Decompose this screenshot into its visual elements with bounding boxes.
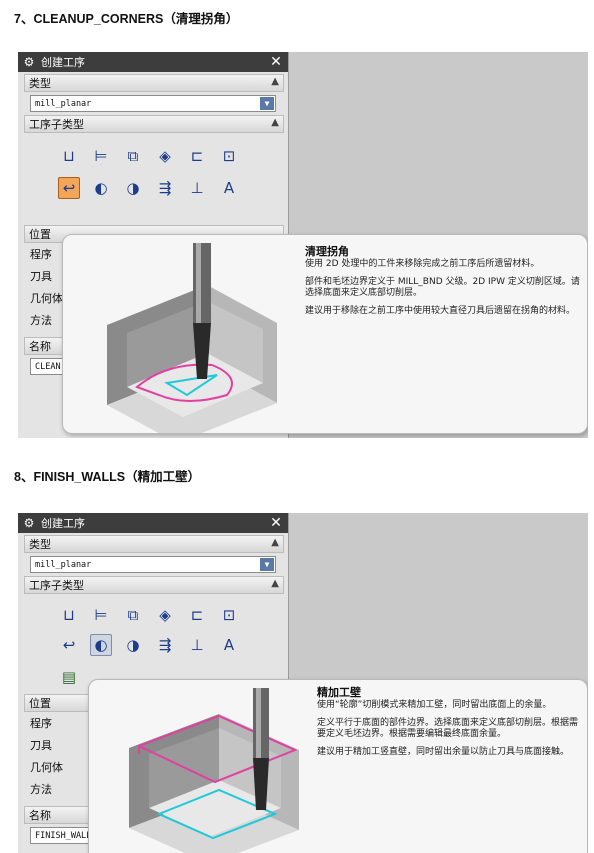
dialog-titlebar: ⚙ 创建工序 ✕ — [18, 52, 288, 72]
location-tool: 刀具 — [30, 739, 52, 752]
cleanup-corners-illustration — [107, 243, 277, 433]
cleanup-corners-icon[interactable]: ↩ — [58, 177, 80, 199]
type-select-value: mill_planar — [35, 98, 92, 109]
dialog-title: 创建工序 — [41, 56, 85, 69]
subtype-icon-grid: ⊔ ⊨ ⧉ ◈ ⊏ ⊡ ↩ ◐ ◑ ⇶ ⊥ A — [18, 133, 288, 225]
screenshot-cleanup-corners: ⚙ 创建工序 ✕ 类型 ▲ mill_planar ▼ 工序子类型 ▲ ⊔ ⊨ … — [18, 52, 588, 438]
dialog-titlebar: ⚙ 创建工序 ✕ — [18, 513, 288, 533]
gear-icon[interactable]: ⚙ — [23, 516, 35, 530]
name-label: 名称 — [29, 809, 51, 822]
face-milling-manual-icon[interactable]: ◈ — [159, 606, 171, 624]
tooltip-description: 使用 2D 处理中的工件来移除完成之前工序后所遗留材料。 部件和毛坯边界定义于 … — [305, 259, 581, 324]
tooltip-paragraph: 建议用于精加工竖直壁，同时留出余量以防止刀具与底面接触。 — [317, 747, 570, 757]
floor-wall-icon[interactable]: ⊔ — [63, 606, 75, 624]
chevron-up-icon[interactable]: ▲ — [271, 76, 279, 87]
name-input-value: CLEAN — [35, 361, 61, 372]
type-select[interactable]: mill_planar ▼ — [30, 95, 276, 112]
type-section-header[interactable]: 类型 ▲ — [24, 535, 284, 553]
tooltip-title: 清理拐角 — [305, 245, 349, 258]
tooltip-title: 精加工壁 — [317, 686, 361, 699]
finish-walls-icon[interactable]: ◐ — [90, 634, 112, 656]
finish-walls-illustration — [129, 688, 299, 853]
groove-milling-icon[interactable]: ⇶ — [158, 179, 172, 197]
close-icon[interactable]: ✕ — [270, 54, 282, 70]
floor-wall-icon[interactable]: ⊔ — [63, 147, 75, 165]
tooltip-description: 使用“轮廓”切削模式来精加工壁，同时留出底面上的余量。 定义平行于底面的部件边界… — [317, 700, 581, 765]
type-section-header[interactable]: 类型 ▲ — [24, 74, 284, 92]
tooltip-paragraph: 定义平行于底面的部件边界。选择底面来定义底部切削层。根据需要定义毛坯边界。根据需… — [317, 718, 579, 739]
subtype-label: 工序子类型 — [29, 579, 84, 592]
operation-tooltip: 精加工壁 使用“轮廓”切削模式来精加工壁，同时留出底面上的余量。 定义平行于底面… — [88, 679, 588, 853]
subtype-section-header[interactable]: 工序子类型 ▲ — [24, 115, 284, 133]
face-milling-icon[interactable]: ⧉ — [127, 606, 139, 624]
mill-control-icon[interactable]: ▤ — [61, 668, 77, 686]
cleanup-corners-icon[interactable]: ↩ — [62, 636, 76, 654]
chevron-up-icon[interactable]: ▲ — [271, 117, 279, 128]
location-geometry: 几何体 — [30, 292, 63, 305]
tooltip-paragraph: 建议用于移除在之前工序中使用较大直径刀具后遗留在拐角的材料。 — [305, 306, 576, 316]
tooltip-paragraph: 使用“轮廓”切削模式来精加工壁，同时留出底面上的余量。 — [317, 700, 552, 710]
finish-floor-icon[interactable]: ◑ — [126, 179, 140, 197]
dialog-title: 创建工序 — [41, 517, 85, 530]
subtype-section-header[interactable]: 工序子类型 ▲ — [24, 576, 284, 594]
finish-walls-icon[interactable]: ◐ — [94, 179, 108, 197]
chevron-up-icon[interactable]: ▲ — [271, 537, 279, 548]
planar-profile-icon[interactable]: ⊡ — [222, 606, 236, 624]
location-method: 方法 — [30, 314, 52, 327]
dropdown-arrow-icon[interactable]: ▼ — [260, 97, 274, 110]
name-input-value: FINISH_WALL — [35, 830, 92, 841]
location-label: 位置 — [29, 228, 51, 241]
subtype-label: 工序子类型 — [29, 118, 84, 131]
gear-icon[interactable]: ⚙ — [23, 55, 35, 69]
hole-milling-icon[interactable]: ⊥ — [190, 636, 204, 654]
finish-floor-icon[interactable]: ◑ — [126, 636, 140, 654]
location-program: 程序 — [30, 717, 52, 730]
location-geometry: 几何体 — [30, 761, 63, 774]
floor-wall-ipw-icon[interactable]: ⊨ — [94, 606, 108, 624]
close-icon[interactable]: ✕ — [270, 515, 282, 531]
location-tool: 刀具 — [30, 270, 52, 283]
section-heading: 8、FINISH_WALLS（精加工壁） — [14, 470, 201, 484]
face-milling-manual-icon[interactable]: ◈ — [159, 147, 171, 165]
subtype-icon-grid: ⊔ ⊨ ⧉ ◈ ⊏ ⊡ ↩ ◐ ◑ ⇶ ⊥ A ▤ — [18, 594, 288, 694]
screenshot-finish-walls: ⚙ 创建工序 ✕ 类型 ▲ mill_planar ▼ 工序子类型 ▲ ⊔ ⊨ … — [18, 513, 588, 853]
planar-mill-icon[interactable]: ⊏ — [190, 606, 204, 624]
floor-wall-ipw-icon[interactable]: ⊨ — [94, 147, 108, 165]
location-program: 程序 — [30, 248, 52, 261]
type-select[interactable]: mill_planar ▼ — [30, 556, 276, 573]
planar-text-icon[interactable]: A — [223, 636, 235, 654]
tooltip-paragraph: 部件和毛坯边界定义于 MILL_BND 父级。2D IPW 定义切削区域。请选择… — [305, 277, 580, 298]
section-heading: 7、CLEANUP_CORNERS（清理拐角） — [14, 12, 239, 26]
face-milling-icon[interactable]: ⧉ — [127, 147, 139, 165]
planar-profile-icon[interactable]: ⊡ — [222, 147, 236, 165]
type-select-value: mill_planar — [35, 559, 92, 570]
operation-tooltip: 清理拐角 使用 2D 处理中的工件来移除完成之前工序后所遗留材料。 部件和毛坯边… — [62, 234, 588, 434]
groove-milling-icon[interactable]: ⇶ — [158, 636, 172, 654]
planar-mill-icon[interactable]: ⊏ — [190, 147, 204, 165]
chevron-up-icon[interactable]: ▲ — [271, 578, 279, 589]
location-method: 方法 — [30, 783, 52, 796]
dropdown-arrow-icon[interactable]: ▼ — [260, 558, 274, 571]
name-label: 名称 — [29, 340, 51, 353]
tooltip-paragraph: 使用 2D 处理中的工件来移除完成之前工序后所遗留材料。 — [305, 259, 540, 269]
type-label: 类型 — [29, 77, 51, 90]
hole-milling-icon[interactable]: ⊥ — [190, 179, 204, 197]
type-label: 类型 — [29, 538, 51, 551]
planar-text-icon[interactable]: A — [223, 179, 235, 197]
location-label: 位置 — [29, 697, 51, 710]
